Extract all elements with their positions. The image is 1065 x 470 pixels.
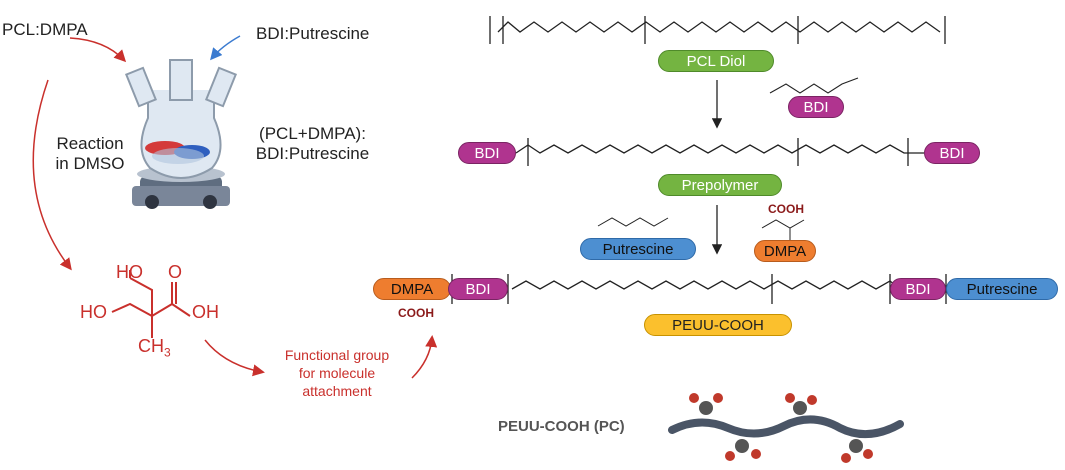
- prepolymer-chain: [515, 138, 924, 166]
- mol-ho-top: HO: [116, 262, 143, 282]
- bdi-reagent-pill: BDI: [788, 96, 844, 118]
- final-putrescine-pill: Putrescine: [946, 278, 1058, 300]
- prepolymer-bdi-right: BDI: [924, 142, 980, 164]
- arrow-from-functional: [411, 335, 438, 379]
- dmpa-cooh-label: COOH: [768, 202, 804, 216]
- reaction-label: Reaction in DMSO: [50, 134, 130, 174]
- final-bdi-right-pill: BDI: [890, 278, 946, 300]
- arrow-to-functional: [204, 339, 265, 377]
- functional-line2: for molecule: [298, 365, 376, 381]
- prepolymer-pill: Prepolymer: [658, 174, 782, 196]
- pcl-dmpa-label: PCL:DMPA: [2, 20, 88, 39]
- arrow-bdi-putrescine: [210, 35, 241, 61]
- pcl-diol-pill: PCL Diol: [658, 50, 774, 72]
- ratio-line2: BDI:Putrescine: [255, 144, 370, 163]
- mol-oh-right: OH: [192, 302, 219, 322]
- peuu-chain: [451, 274, 947, 304]
- functional-line1: Functional group: [284, 347, 390, 363]
- peuu-cooh-pill: PEUU-COOH: [644, 314, 792, 336]
- dmpa-molecule: [111, 270, 191, 338]
- bdi-putrescine-label: BDI:Putrescine: [256, 24, 370, 43]
- mol-ch3: CH3: [138, 336, 171, 360]
- final-bdi-left-pill: BDI: [448, 278, 508, 300]
- bdi-reagent-structure: [769, 77, 859, 94]
- peuu-pc-label: PEUU-COOH (PC): [498, 418, 625, 435]
- functional-line3: attachment: [302, 383, 372, 399]
- mol-ho-left: HO: [80, 302, 107, 322]
- prepolymer-bdi-left: BDI: [458, 142, 516, 164]
- ratio-label: (PCL+DMPA): BDI:Putrescine: [240, 124, 385, 164]
- final-cooh-label: COOH: [398, 306, 434, 320]
- dmpa-structure: [761, 219, 805, 242]
- pcl-diol-chain: [489, 16, 946, 44]
- functional-group-label: Functional group for molecule attachment: [262, 346, 412, 400]
- flask-illustration: [124, 59, 238, 209]
- reaction-line1: Reaction: [56, 134, 124, 153]
- dmpa-pill: DMPA: [754, 240, 816, 262]
- putrescine-structure: [597, 217, 669, 227]
- mol-o-top: O: [168, 262, 183, 282]
- putrescine-pill: Putrescine: [580, 238, 696, 260]
- final-dmpa-pill: DMPA: [373, 278, 451, 300]
- reaction-line2: in DMSO: [55, 154, 125, 173]
- arrow-to-molecule: [32, 79, 72, 271]
- arrow-pcl-dmpa: [69, 37, 127, 63]
- ratio-line1: (PCL+DMPA):: [259, 124, 366, 143]
- pc-strand-illustration: [668, 393, 904, 463]
